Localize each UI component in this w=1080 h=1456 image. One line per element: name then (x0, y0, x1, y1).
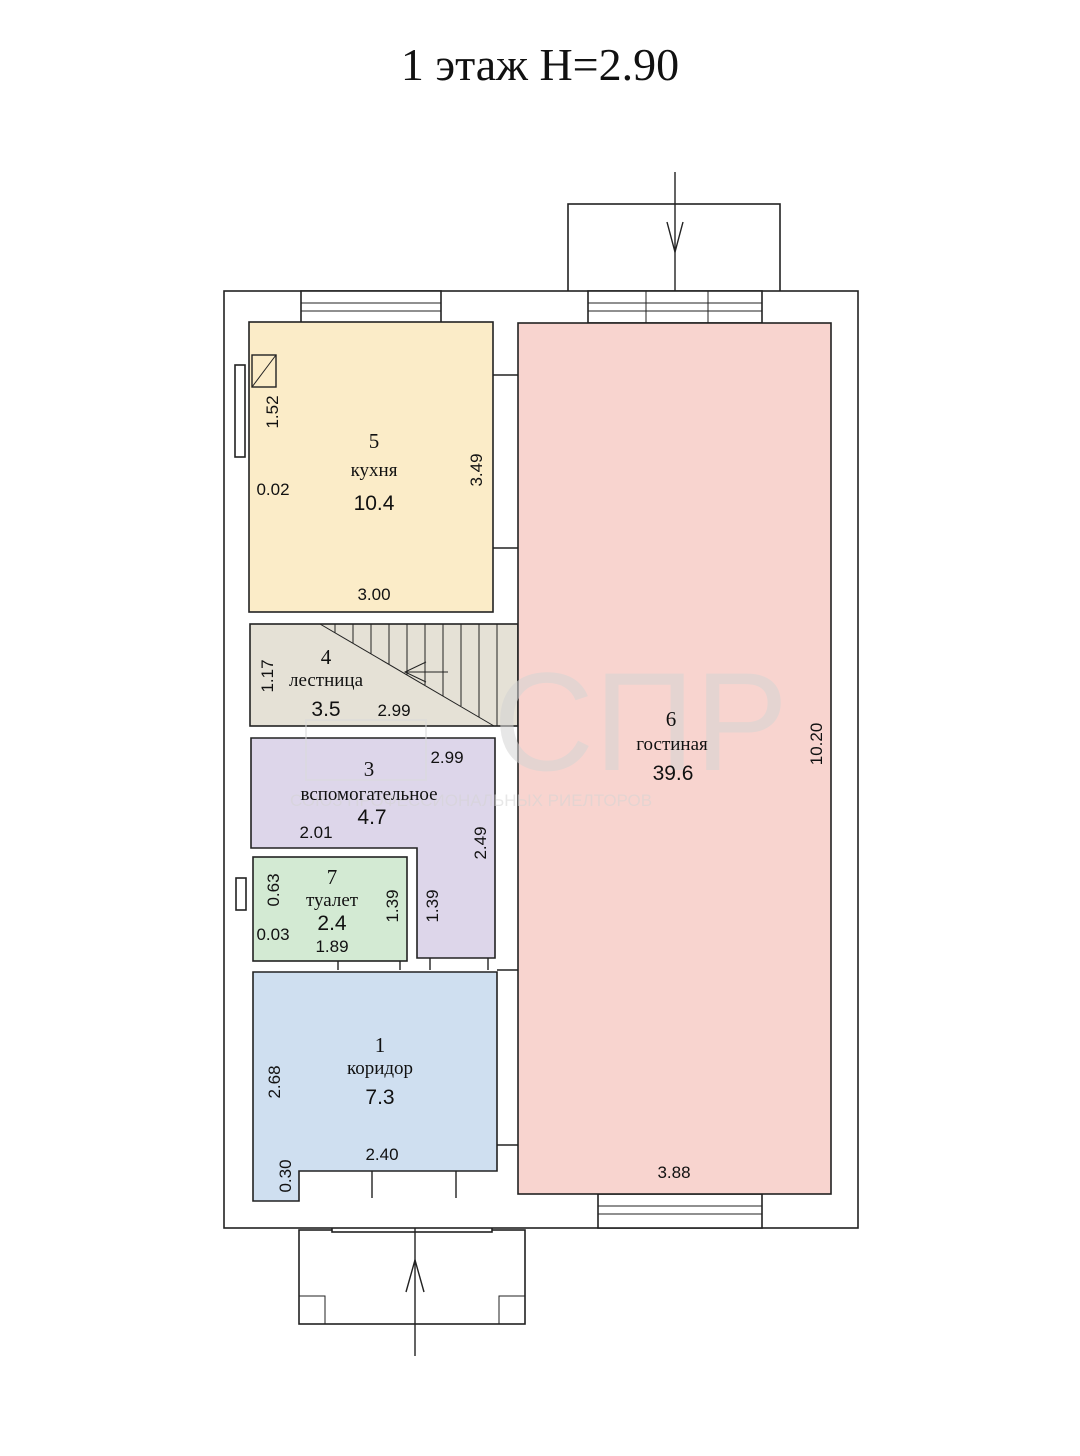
top-porch (567, 172, 781, 365)
window-living-top (587, 290, 763, 324)
aux-number: 3 (364, 757, 375, 781)
room-toilet (252, 856, 408, 962)
floor-title: 1 этаж H=2.90 (400, 39, 680, 90)
dim-living-right: 10.20 (807, 723, 826, 766)
window-living-bottom (597, 1193, 763, 1229)
room-kitchen (248, 321, 494, 613)
stair-area: 3.5 (311, 698, 340, 721)
window-kitchen (300, 290, 442, 324)
room-corridor (252, 971, 498, 1202)
corridor-area: 7.3 (365, 1086, 394, 1109)
watermark-logo: СПР (493, 643, 788, 800)
dim-aux-top: 2.99 (430, 748, 463, 767)
wc-area: 2.4 (317, 912, 347, 935)
dim-wc-small: 0.03 (256, 925, 289, 944)
living-number: 6 (666, 707, 677, 731)
aux-area: 4.7 (357, 806, 386, 829)
dim-stair-width: 2.99 (377, 701, 410, 720)
stair-name: лестница (289, 670, 364, 691)
dim-kitchen-right: 3.49 (467, 453, 486, 486)
dim-kitchen-small: 0.02 (256, 480, 289, 499)
dim-corr-left: 2.68 (265, 1065, 284, 1098)
watermark-tagline: СОЮЗ ПРОФЕССИОНАЛЬНЫХ РИЕЛТОРОВ (290, 791, 652, 810)
living-name: гостиная (636, 734, 708, 755)
corridor-name: коридор (347, 1058, 413, 1079)
corridor-number: 1 (375, 1033, 386, 1057)
dim-wc-right: 1.39 (383, 889, 402, 922)
dim-aux-right: 2.49 (471, 826, 490, 859)
living-area: 39.6 (653, 762, 694, 785)
wc-name: туалет (306, 890, 359, 911)
dim-corr-small: 0.30 (276, 1159, 295, 1192)
dim-living-bottom: 3.88 (657, 1163, 690, 1182)
aux-name: вспомогательное (300, 784, 437, 805)
dim-aux-mid: 2.01 (299, 823, 332, 842)
kitchen-radiator (234, 364, 246, 458)
room-staircase (249, 623, 519, 727)
dim-aux-inner: 1.39 (423, 889, 442, 922)
room-living (517, 322, 832, 1195)
kitchen-name: кухня (351, 460, 398, 481)
watermark: СПР СОЮЗ ПРОФЕССИОНАЛЬНЫХ РИЕЛТОРОВ (290, 643, 788, 810)
kitchen-vent-shaft (251, 354, 277, 388)
kitchen-area: 10.4 (354, 492, 395, 515)
dim-kitchen-bottom: 3.00 (357, 585, 390, 604)
room-auxiliary (250, 737, 496, 959)
kitchen-number: 5 (369, 429, 380, 453)
dim-kitchen-left: 1.52 (263, 395, 282, 428)
dim-stair-left: 1.17 (258, 659, 277, 692)
dim-corr-bottom: 2.40 (365, 1145, 398, 1164)
stair-number: 4 (321, 645, 332, 669)
dim-wc-bottom: 1.89 (315, 937, 348, 956)
toilet-radiator (235, 877, 247, 911)
wc-number: 7 (327, 865, 338, 889)
dim-wc-left: 0.63 (264, 873, 283, 906)
